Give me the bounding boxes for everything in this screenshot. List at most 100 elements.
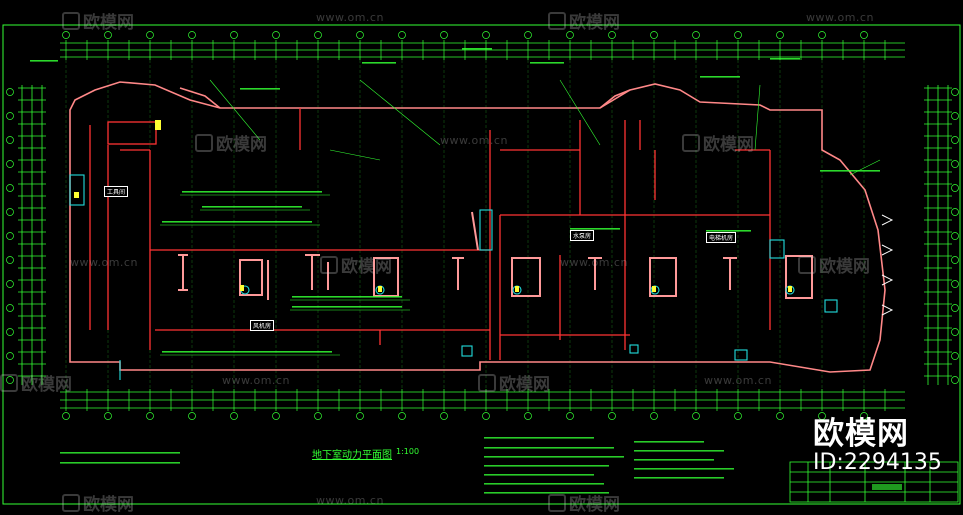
axis-bubble bbox=[524, 31, 532, 39]
axis-bubble bbox=[440, 412, 448, 420]
axis-bubble bbox=[482, 31, 490, 39]
bottom-axis-ticks bbox=[65, 389, 886, 411]
axis-bubble bbox=[62, 412, 70, 420]
axis-bubble bbox=[951, 352, 959, 360]
axis-bubble bbox=[734, 31, 742, 39]
top-dimension-lines bbox=[60, 42, 905, 58]
room-label: 电梯机房 bbox=[706, 232, 737, 243]
axis-bubble bbox=[6, 208, 14, 216]
drawing-notes bbox=[60, 437, 734, 494]
axis-bubble bbox=[776, 412, 784, 420]
axis-bubble bbox=[951, 160, 959, 168]
axis-bubble bbox=[692, 31, 700, 39]
axis-bubble bbox=[524, 412, 532, 420]
annotation-text-line bbox=[770, 58, 800, 60]
building-outline bbox=[69, 81, 886, 373]
axis-bubble bbox=[951, 256, 959, 264]
note-text-line bbox=[634, 468, 734, 470]
axis-bubble bbox=[692, 412, 700, 420]
axis-bubble bbox=[951, 280, 959, 288]
axis-bubble bbox=[951, 88, 959, 96]
axis-bubble bbox=[146, 31, 154, 39]
annotation-text-line bbox=[162, 351, 332, 353]
room-label: 水泵房 bbox=[570, 230, 595, 241]
axis-bubble bbox=[6, 88, 14, 96]
note-text-line bbox=[484, 492, 609, 494]
axis-bubble bbox=[272, 31, 280, 39]
room-label: 工具间 bbox=[104, 186, 129, 197]
vertical-grid-lines bbox=[65, 60, 865, 389]
annotation-text-line bbox=[202, 206, 302, 208]
axis-bubble bbox=[482, 412, 490, 420]
axis-bubble bbox=[818, 31, 826, 39]
side-dimension-lines bbox=[21, 85, 949, 385]
annotation-text-line bbox=[292, 296, 402, 298]
axis-bubble bbox=[440, 31, 448, 39]
axis-bubble bbox=[951, 232, 959, 240]
top-axis-bubbles bbox=[62, 31, 868, 39]
axis-bubble bbox=[188, 412, 196, 420]
axis-bubble bbox=[650, 412, 658, 420]
axis-bubble bbox=[6, 304, 14, 312]
title-block-cell-highlight bbox=[872, 484, 902, 490]
annotation-leaders bbox=[160, 79, 881, 356]
axis-bubble bbox=[398, 412, 406, 420]
axis-bubble bbox=[608, 412, 616, 420]
axis-bubble bbox=[314, 412, 322, 420]
title-block bbox=[789, 461, 959, 503]
axis-bubble bbox=[6, 256, 14, 264]
note-text-line bbox=[484, 465, 609, 467]
drawing-scale: 1:100 bbox=[396, 447, 420, 456]
brand-logo: 欧模网 bbox=[813, 416, 909, 452]
side-axis-ticks bbox=[18, 87, 952, 377]
annotation-text-line bbox=[30, 60, 58, 62]
axis-bubble bbox=[272, 412, 280, 420]
axis-bubble bbox=[356, 31, 364, 39]
axis-bubble bbox=[188, 31, 196, 39]
axis-bubble bbox=[230, 31, 238, 39]
note-text-line bbox=[634, 441, 704, 443]
brand-id: ID:2294135 bbox=[813, 450, 942, 475]
axis-bubble bbox=[951, 184, 959, 192]
bottom-dimension-lines bbox=[60, 391, 905, 409]
room-label: 风机房 bbox=[250, 320, 275, 331]
axis-bubble bbox=[6, 232, 14, 240]
axis-bubble bbox=[6, 328, 14, 336]
axis-bubble bbox=[6, 352, 14, 360]
note-text-line bbox=[60, 462, 180, 464]
axis-bubble bbox=[776, 31, 784, 39]
top-axis-ticks bbox=[65, 40, 886, 60]
axis-bubble bbox=[6, 160, 14, 168]
axis-bubble bbox=[818, 412, 826, 420]
note-text-line bbox=[634, 477, 724, 479]
axis-bubble bbox=[951, 376, 959, 384]
bottom-axis-bubbles bbox=[62, 412, 868, 420]
axis-bubble bbox=[398, 31, 406, 39]
axis-bubble bbox=[230, 412, 238, 420]
yellow-devices bbox=[74, 120, 792, 292]
axis-bubble bbox=[566, 31, 574, 39]
annotation-text-line bbox=[700, 76, 740, 78]
axis-bubble bbox=[6, 112, 14, 120]
axis-bubble bbox=[146, 412, 154, 420]
axis-bubble bbox=[104, 31, 112, 39]
annotation-text-line bbox=[530, 62, 564, 64]
note-text-line bbox=[634, 459, 714, 461]
axis-bubble bbox=[951, 208, 959, 216]
note-text-line bbox=[484, 483, 604, 485]
annotation-text-line bbox=[292, 306, 402, 308]
annotation-scribbles bbox=[30, 48, 880, 353]
annotation-text-line bbox=[162, 221, 312, 223]
axis-bubble bbox=[6, 184, 14, 192]
annotation-text-line bbox=[240, 88, 280, 90]
annotation-text-line bbox=[570, 228, 620, 230]
axis-bubble bbox=[6, 280, 14, 288]
right-edge-arrows bbox=[881, 214, 894, 316]
axis-bubble bbox=[314, 31, 322, 39]
drawing-title: 地下室动力平面图 bbox=[312, 450, 392, 461]
note-text-line bbox=[484, 474, 594, 476]
annotation-text-line bbox=[462, 48, 492, 50]
axis-bubble bbox=[951, 328, 959, 336]
axis-bubble bbox=[860, 412, 868, 420]
